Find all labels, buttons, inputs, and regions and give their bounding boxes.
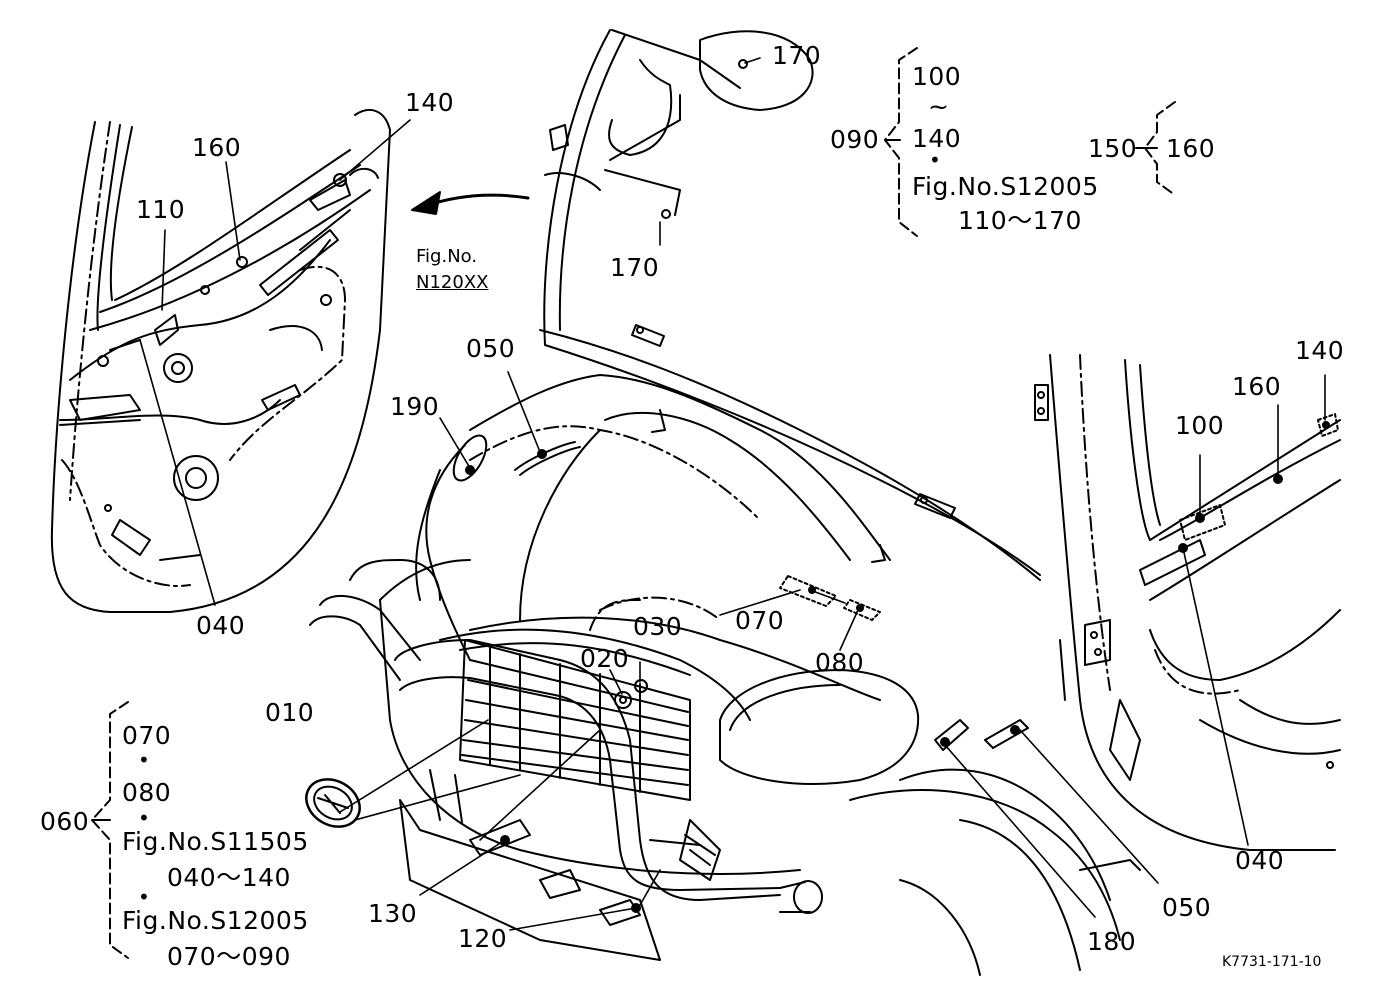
group-060-item: • [138,748,151,772]
leader-lines [139,57,1326,931]
callout-180: 180 [1087,927,1137,956]
group-090-item: 110～170 [958,206,1082,235]
callout-100: 100 [1175,411,1225,440]
callout-010: 010 [265,698,315,727]
callout-020: 020 [580,644,630,673]
hood-body [305,324,1121,976]
callout-130: 130 [368,899,418,928]
callout-040-left: 040 [196,611,246,640]
windshield-frame [543,29,814,346]
group-060-item: 080 [122,778,172,807]
callout-140-top: 140 [405,88,455,117]
group-060-item: • [138,806,151,830]
group-090-label: 090 [830,125,880,154]
callout-070: 070 [735,606,785,635]
group-150-label: 150 [1088,134,1138,163]
group-060-item: 070～090 [167,942,291,971]
brace-ticks [91,139,1158,821]
direction-arrow [411,191,530,215]
group-090-item: ~ [928,92,950,121]
callout-080: 080 [815,648,865,677]
group-060-item: Fig.No.S12005 [122,906,309,935]
callout-160-left: 160 [192,133,242,162]
callout-190: 190 [390,392,440,421]
fig-ref-line1: Fig.No. [416,246,478,267]
group-060-item: 070 [122,721,172,750]
callout-050-bottom: 050 [1162,893,1212,922]
callout-050-top: 050 [466,334,516,363]
fig-ref-line2: N120XX [416,272,489,293]
callout-030: 030 [633,612,683,641]
group-090-item: 100 [912,62,962,91]
group-060-item: 040～140 [167,863,291,892]
callout-140-right: 140 [1295,336,1345,365]
group-060-item: Fig.No.S11505 [122,827,309,856]
group-060-label: 060 [40,807,90,836]
callout-120: 120 [458,924,508,953]
callout-170-top: 170 [772,41,822,70]
callout-170-mid: 170 [610,253,660,282]
group-090-item: 140 [912,124,962,153]
callout-160-right: 160 [1232,372,1282,401]
group-060-item: • [138,885,151,909]
callout-040-right: 040 [1235,846,1285,875]
callout-110: 110 [136,195,186,224]
group-090-item: Fig.No.S12005 [912,172,1099,201]
group-090-item: • [929,148,942,172]
left-door-panel [50,109,391,613]
drawing-code: K7731-171-10 [1222,954,1322,970]
group-150-item: 160 [1166,134,1216,163]
